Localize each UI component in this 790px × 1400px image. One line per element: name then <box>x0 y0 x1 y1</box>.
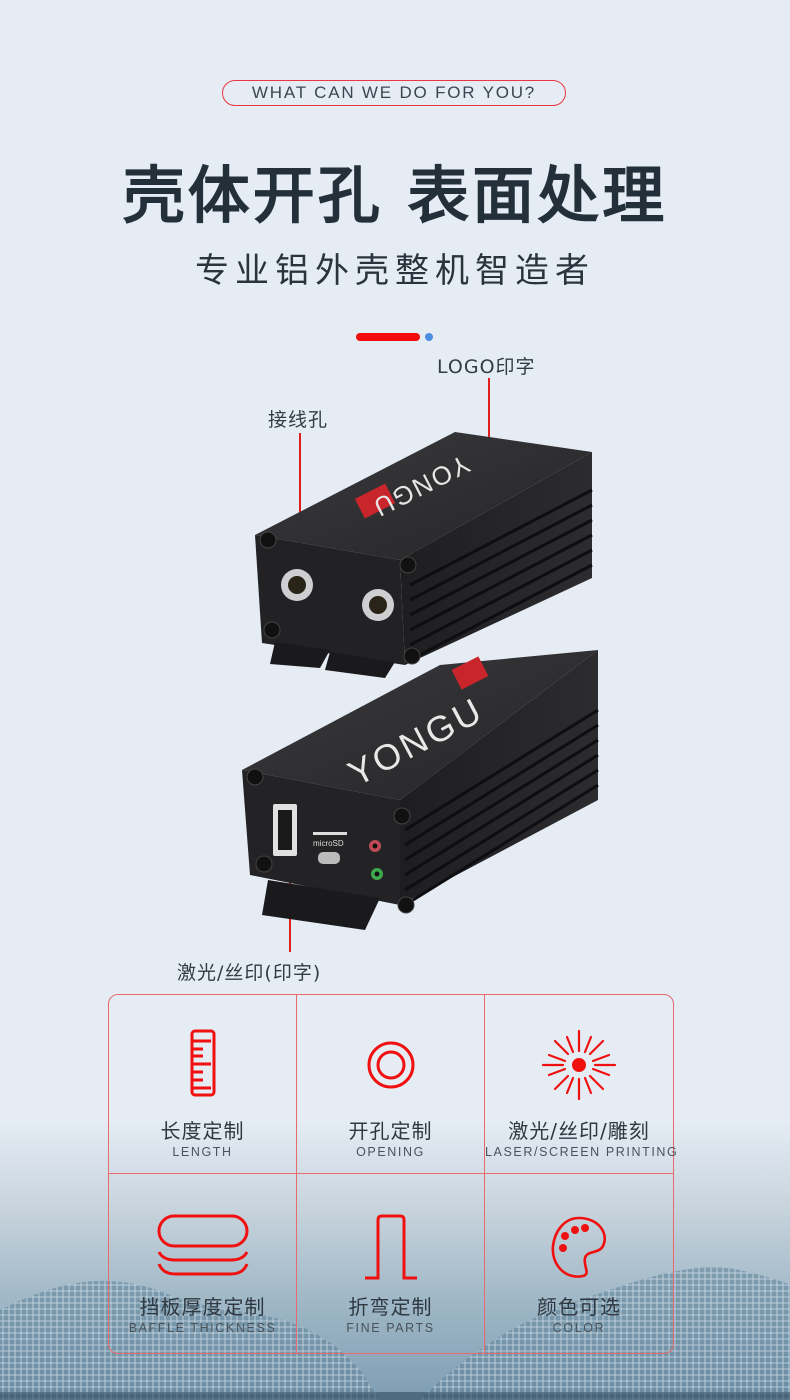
feature-subtitle: LENGTH <box>172 1145 233 1159</box>
feature-subtitle: LASER/SCREEN PRINTING <box>485 1145 679 1159</box>
feature-laser-printing: 激光/丝印/雕刻 LASER/SCREEN PRINTING <box>485 995 679 1174</box>
lower-enclosure: YONGU microSD <box>242 650 599 930</box>
callout-wiring-hole: 接线孔 <box>268 409 329 431</box>
feature-opening: 开孔定制 OPENING <box>297 995 485 1174</box>
feature-subtitle: FINE PARTS <box>346 1321 435 1335</box>
upper-enclosure: YONGU <box>255 432 593 678</box>
features-grid: 长度定制 LENGTH 开孔定制 OPENING <box>108 994 679 1354</box>
feature-length: 长度定制 LENGTH <box>109 995 297 1174</box>
callout-logo-print: LOGO印字 <box>437 356 536 378</box>
tagline-pill: WHAT CAN WE DO FOR YOU? <box>222 80 566 106</box>
feature-fine-parts: 折弯定制 FINE PARTS <box>297 1174 485 1353</box>
callout-laser-print: 激光/丝印(印字) <box>177 962 322 984</box>
feature-title: 激光/丝印/雕刻 <box>508 1119 650 1143</box>
concentric-circle-icon <box>367 1041 414 1089</box>
callout-logo-leader <box>488 378 490 446</box>
feature-title: 开孔定制 <box>348 1119 433 1143</box>
feature-title: 折弯定制 <box>348 1295 433 1319</box>
feature-subtitle: BAFFLE THICKNESS <box>128 1321 277 1335</box>
page-title: 壳体开孔 表面处理 <box>122 159 668 232</box>
callout-wiring-leader <box>299 433 301 583</box>
feature-title: 长度定制 <box>160 1119 245 1143</box>
feature-title: 颜色可选 <box>537 1295 621 1319</box>
product-enclosure-image: YONGU YONGU microSD <box>242 432 599 930</box>
feature-subtitle: COLOR <box>552 1321 606 1335</box>
feature-subtitle: OPENING <box>356 1145 425 1159</box>
accent-bar-red <box>356 333 420 341</box>
wave-mesh-decoration <box>0 1267 790 1400</box>
feature-baffle-thickness: 挡板厚度定制 BAFFLE THICKNESS <box>109 1174 297 1353</box>
page-subtitle: 专业铝外壳整机智造者 <box>195 251 595 291</box>
feature-color: 颜色可选 COLOR <box>485 1174 673 1353</box>
bend-profile-icon <box>364 1214 417 1280</box>
palette-icon <box>551 1216 606 1278</box>
feature-title: 挡板厚度定制 <box>139 1295 266 1319</box>
accent-dot-blue <box>425 333 433 341</box>
ruler-icon <box>190 1029 215 1097</box>
laser-burst-icon <box>541 1029 617 1101</box>
stacked-layers-icon <box>157 1214 248 1276</box>
svg-text:microSD: microSD <box>313 839 344 848</box>
